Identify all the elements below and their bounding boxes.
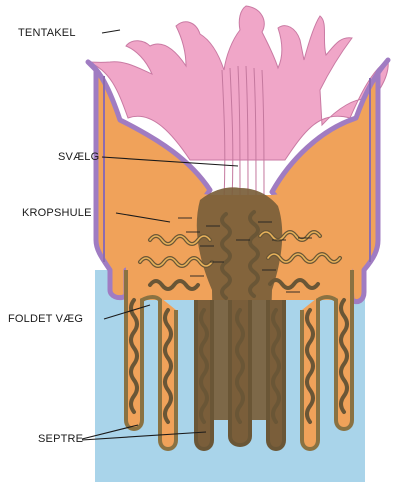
label-septre: SEPTRE <box>38 433 83 445</box>
label-svaelg: SVÆLG <box>58 151 99 163</box>
label-foldet-vaeg: FOLDET VÆG <box>8 313 83 325</box>
label-tentakel: TENTAKEL <box>18 27 76 39</box>
label-kropshule: KROPSHULE <box>22 207 92 219</box>
leader-tentakel <box>102 30 120 33</box>
